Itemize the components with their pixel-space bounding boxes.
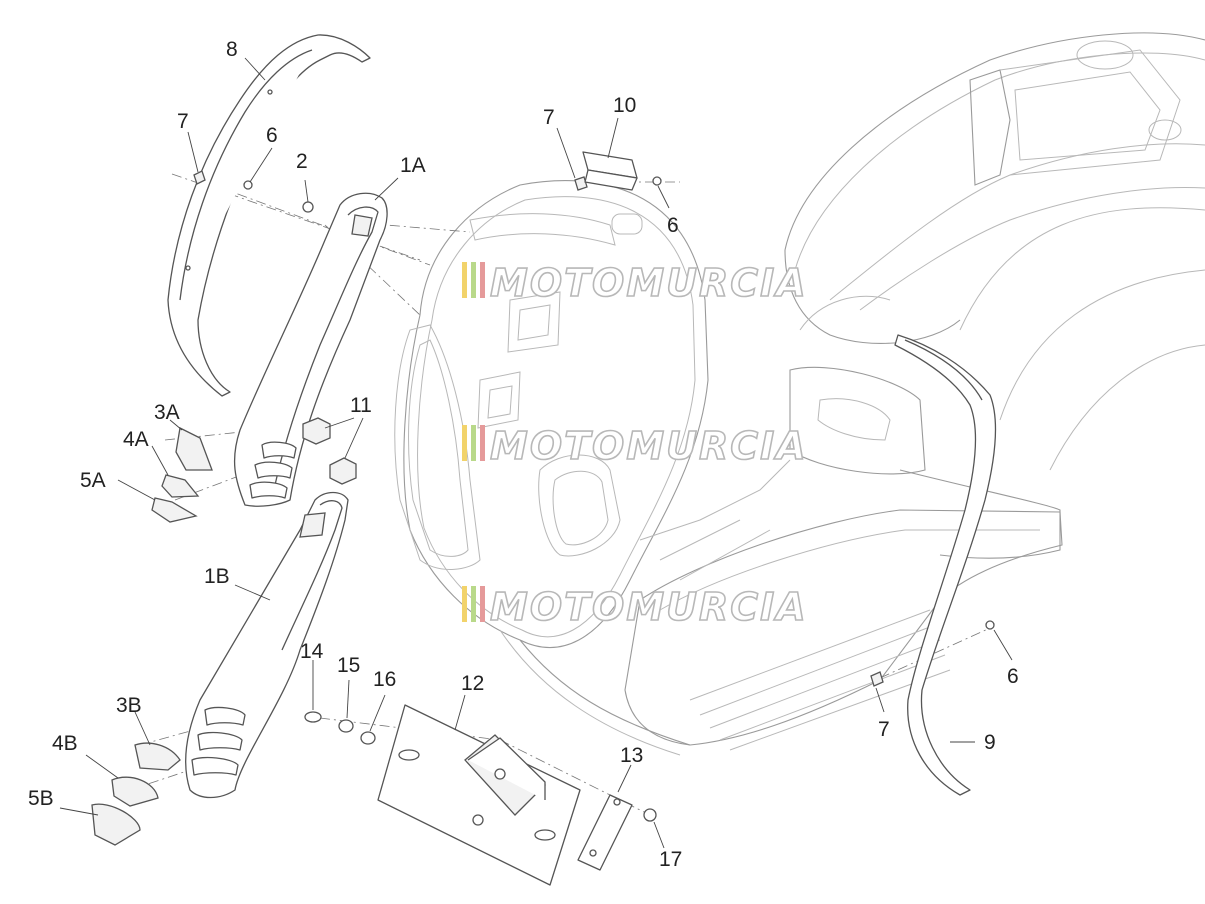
part-11-rubber-blocks bbox=[302, 417, 357, 485]
callout-5a: 5A bbox=[80, 469, 106, 492]
clip-7a-icon bbox=[193, 170, 206, 185]
part-8-trim-strip bbox=[167, 34, 371, 397]
screw-6b-icon bbox=[652, 176, 662, 186]
watermark-middle: MOTOMURCIA bbox=[462, 423, 808, 469]
part-1b-lower-cover bbox=[185, 491, 349, 799]
callout-4a: 4A bbox=[123, 428, 149, 451]
watermark-text: MOTOMURCIA bbox=[490, 261, 808, 305]
watermark-text: MOTOMURCIA bbox=[490, 424, 808, 468]
callout-3a: 3A bbox=[154, 401, 180, 424]
callout-17: 17 bbox=[659, 848, 682, 871]
washer-16-icon bbox=[360, 731, 376, 745]
callout-7: 7 bbox=[177, 110, 189, 133]
callout-9: 9 bbox=[984, 731, 996, 754]
screw-6c-icon bbox=[985, 620, 995, 630]
callout-7: 7 bbox=[543, 106, 555, 129]
part-10-bracket bbox=[582, 151, 638, 191]
callout-1b: 1B bbox=[204, 565, 230, 588]
part-1a-upper-cover bbox=[233, 192, 388, 507]
part-9-side-trim bbox=[894, 334, 997, 796]
part-13-plate bbox=[577, 794, 633, 871]
callout-3b: 3B bbox=[116, 694, 142, 717]
callout-labels: 8 7 6 2 1A 7 10 6 3A 4A 5A 11 1B 14 15 1… bbox=[28, 38, 1019, 871]
part-3b-4b-5b-inserts bbox=[91, 742, 181, 846]
callout-1a: 1A bbox=[400, 154, 426, 177]
callout-7: 7 bbox=[878, 718, 890, 741]
callout-12: 12 bbox=[461, 672, 484, 695]
callout-11: 11 bbox=[350, 394, 372, 417]
clip-7c-icon bbox=[870, 671, 884, 687]
fasteners bbox=[193, 170, 995, 822]
callout-5b: 5B bbox=[28, 787, 54, 810]
watermark-bottom: MOTOMURCIA bbox=[462, 584, 808, 630]
nut-17-icon bbox=[643, 808, 657, 822]
callout-6: 6 bbox=[1007, 665, 1019, 688]
callout-10: 10 bbox=[613, 94, 636, 117]
washer-15-icon bbox=[338, 719, 354, 733]
callout-6: 6 bbox=[667, 214, 679, 237]
callout-14: 14 bbox=[300, 640, 324, 663]
part-12-plate-holder bbox=[377, 704, 581, 886]
clip-7b-icon bbox=[574, 176, 588, 191]
screw-2-icon bbox=[302, 201, 314, 213]
scooter-body-outline bbox=[394, 32, 1205, 756]
watermark-text: MOTOMURCIA bbox=[490, 585, 808, 629]
callout-15: 15 bbox=[337, 654, 360, 677]
part-3a-4a-5a-inserts bbox=[151, 427, 213, 523]
callout-16: 16 bbox=[373, 668, 396, 691]
leader-lines bbox=[59, 57, 1013, 849]
callout-4b: 4B bbox=[52, 732, 78, 755]
watermark-top: MOTOMURCIA bbox=[462, 260, 808, 306]
callout-6: 6 bbox=[266, 124, 278, 147]
screw-6a-icon bbox=[243, 180, 253, 190]
bolt-14-icon bbox=[304, 711, 322, 723]
callout-2: 2 bbox=[296, 150, 308, 173]
callout-13: 13 bbox=[620, 744, 643, 767]
callout-8: 8 bbox=[226, 38, 238, 61]
